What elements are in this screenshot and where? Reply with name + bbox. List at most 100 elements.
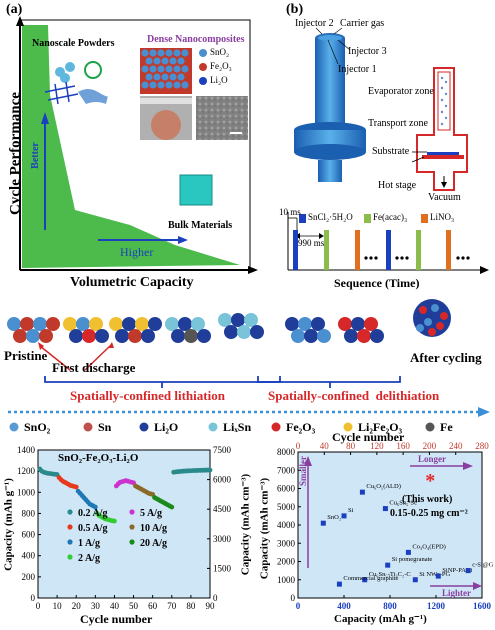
y-tick-label: 5000 bbox=[277, 502, 296, 512]
x-tick-label: 0 bbox=[36, 601, 41, 611]
y-tick-label: 600 bbox=[22, 530, 36, 540]
data-point bbox=[207, 467, 213, 473]
legend-label: 20 A/g bbox=[140, 538, 167, 549]
data-point-label: Cu₆Sn₅-Se bbox=[389, 500, 417, 507]
lighter-label: Lighter bbox=[442, 588, 471, 598]
y-right-tick-label: 1500 bbox=[213, 563, 232, 573]
legend-feacac3: Fe(acac)₃ bbox=[373, 212, 408, 222]
injector2-label: Injector 2 bbox=[295, 18, 334, 29]
y-tick-label: 3000 bbox=[277, 538, 296, 548]
data-point bbox=[169, 504, 175, 510]
x-tick-label: 40 bbox=[110, 601, 120, 611]
comparison-chart-xlabel: Capacity (mAh g⁻¹) bbox=[334, 613, 427, 625]
y-tick-label: 8000 bbox=[277, 447, 296, 457]
legend-marker bbox=[67, 509, 73, 515]
y-right-tick-label: 4500 bbox=[213, 504, 232, 514]
data-point bbox=[465, 568, 471, 574]
x-top-tick-label: 40 bbox=[320, 441, 330, 451]
data-point bbox=[385, 562, 391, 568]
panel-a-graphic bbox=[16, 16, 258, 274]
vacuum-label: Vacuum bbox=[428, 192, 461, 203]
longer-arrowhead bbox=[463, 462, 473, 470]
data-point-label: Commercial graphite bbox=[343, 575, 398, 582]
evaporator-label: Evaporator zone bbox=[368, 86, 434, 97]
y-tick-label: 7000 bbox=[277, 465, 296, 475]
legend-dot-lixsn bbox=[208, 422, 218, 432]
y-tick-label: 800 bbox=[22, 508, 36, 518]
lighter-arrowhead bbox=[473, 582, 482, 590]
delithiation-label: Spatially-confined delithiation bbox=[268, 388, 440, 403]
x-tick-label: 800 bbox=[383, 601, 397, 611]
data-point-label: c-Si@G NW bbox=[472, 562, 495, 569]
legend-label: 1 A/g bbox=[78, 538, 100, 549]
legend-dot-sno2 bbox=[9, 422, 19, 432]
data-point bbox=[92, 504, 98, 510]
rate-chart-xlabel: Cycle number bbox=[80, 612, 153, 626]
y-tick-label: 6000 bbox=[277, 484, 296, 494]
y-tick-label: 1200 bbox=[17, 466, 36, 476]
data-point-label: Si bbox=[348, 507, 354, 514]
legend-marker bbox=[67, 554, 73, 560]
legend-label-lixsn: LiₓSn bbox=[223, 420, 252, 434]
carrier-gas-label: Carrier gas bbox=[340, 18, 385, 29]
legend-dot-li2fe2o3 bbox=[343, 422, 353, 432]
rate-plot-area bbox=[37, 449, 211, 599]
legend-marker bbox=[129, 524, 135, 530]
legend-label: 0.2 A/g bbox=[78, 508, 107, 519]
this-work-marker: * bbox=[425, 470, 435, 492]
data-point bbox=[320, 520, 326, 526]
y-tick-label: 200 bbox=[22, 572, 36, 582]
y-tick-label: 2000 bbox=[277, 557, 296, 567]
legend-label: 5 A/g bbox=[140, 508, 162, 519]
legend-dot-sn bbox=[83, 422, 93, 432]
y-right-tick-label: 0 bbox=[213, 593, 218, 603]
smaller-arrowhead bbox=[304, 456, 312, 466]
data-point bbox=[412, 577, 418, 583]
y-right-tick-label: 6000 bbox=[213, 475, 232, 485]
x-tick-label: 400 bbox=[337, 601, 351, 611]
pristine-label: Pristine bbox=[4, 348, 48, 363]
performance-area bbox=[22, 25, 240, 268]
x-top-tick-label: 120 bbox=[370, 441, 384, 451]
legend-label: 2 A/g bbox=[78, 553, 100, 564]
substrate-label: Substrate bbox=[372, 146, 410, 157]
bulk-label: Bulk Materials bbox=[168, 220, 233, 231]
y-tick-label: 1000 bbox=[17, 487, 36, 497]
y-tick-label: 4000 bbox=[277, 520, 296, 530]
injector3-label: Injector 3 bbox=[348, 46, 387, 57]
data-point bbox=[435, 573, 441, 579]
loading-label: 0.15-0.25 mg cm⁻² bbox=[390, 508, 468, 519]
x-tick-label: 1600 bbox=[473, 601, 492, 611]
legend-label-li2o: Li₂O bbox=[154, 420, 179, 434]
data-point-label: SnO₂ bbox=[327, 514, 341, 521]
higher-label: Higher bbox=[120, 245, 154, 259]
injector1-label: Injector 1 bbox=[338, 64, 377, 75]
panel-a-label: (a) bbox=[6, 2, 23, 17]
legend-fe2o3: Fe₂O₃ bbox=[210, 61, 232, 71]
legend-label-li2fe2o3: Li₂Fe₂O₃ bbox=[358, 420, 403, 434]
mechanism-panel: Pristine First discharge After cycling S… bbox=[0, 298, 495, 438]
legend-sncl2: SnCl₂·5H₂O bbox=[308, 212, 353, 222]
x-top-tick-label: 80 bbox=[346, 441, 356, 451]
legend-label: 0.5 A/g bbox=[78, 523, 107, 534]
legend-dot-fe bbox=[425, 422, 435, 432]
panel-a: (a) Cycle Performance bbox=[0, 0, 260, 300]
legend-marker bbox=[129, 509, 135, 515]
bulk-material-block bbox=[179, 174, 213, 206]
pulse-10ms-label: 10 ms bbox=[279, 207, 301, 217]
better-label: Better bbox=[29, 142, 41, 169]
data-point bbox=[362, 577, 368, 583]
after-cycling-cluster bbox=[413, 299, 451, 337]
legend-dot-fe2o3 bbox=[271, 422, 281, 432]
x-tick-label: 0 bbox=[296, 601, 301, 611]
legend-label-fe: Fe bbox=[440, 420, 453, 434]
legend-marker bbox=[129, 539, 135, 545]
legend-marker bbox=[67, 539, 73, 545]
x-top-tick-label: 200 bbox=[423, 441, 437, 451]
legend-label-fe2o3: Fe₂O₃ bbox=[286, 420, 316, 434]
data-point-label: Co₃O₄(EPD) bbox=[412, 543, 445, 550]
x-tick-label: 30 bbox=[91, 601, 101, 611]
x-tick-label: 80 bbox=[186, 601, 196, 611]
